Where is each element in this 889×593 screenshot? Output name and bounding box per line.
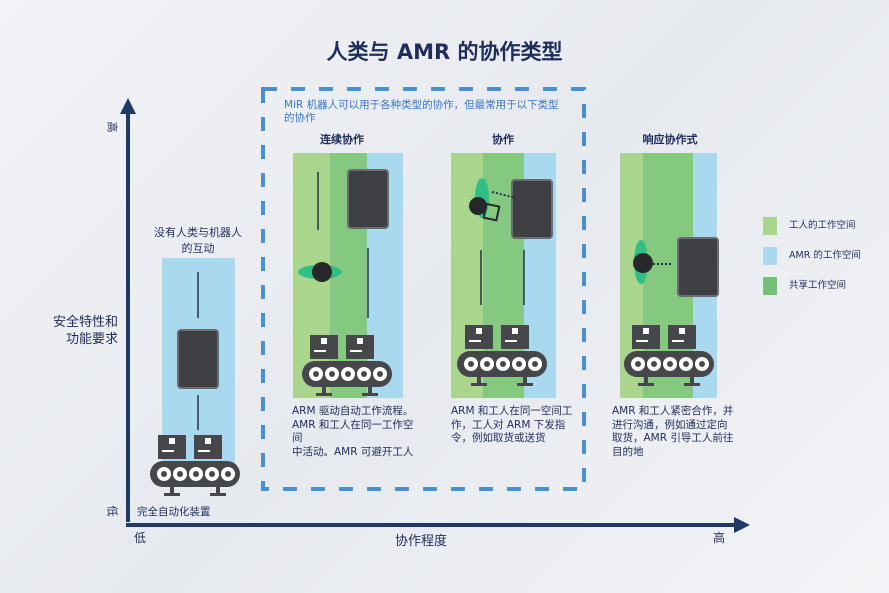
- legend-label: 共享工作空间: [789, 280, 847, 291]
- panel-1-caption: 完全自动化装置: [137, 506, 211, 518]
- desc-line: 目的地: [612, 445, 644, 458]
- desc-line: AMR 和工人紧密合作，并: [612, 405, 734, 417]
- title-line: 的互动: [181, 242, 215, 255]
- desc-line: 取货，AMR 引导工人前往: [612, 432, 734, 444]
- mir-dashed-box: [261, 87, 586, 491]
- amr-robot-icon: [177, 329, 219, 389]
- panel-2-desc: ARM 驱动自动工作流程。AMR 和工人在同一工作空间中活动。AMR 可避开工人: [292, 405, 422, 459]
- y-label-line: 安全特性和: [52, 315, 118, 330]
- worker-icon: [633, 240, 653, 284]
- x-axis: [126, 517, 750, 533]
- legend-item: AMR 的工作空间: [763, 241, 861, 271]
- y-axis-high-label: 高: [105, 121, 119, 133]
- x-axis-label: 协作程度: [395, 534, 448, 549]
- box-note-line: MiR 机器人可以用于各种类型的协作，但最常用于以下类型: [284, 99, 559, 111]
- panel-responsive: [620, 153, 719, 398]
- desc-line: 作，工人对 ARM 下发指: [451, 418, 566, 431]
- desc-line: ARM 驱动自动工作流程。: [292, 405, 414, 417]
- panel-continuous: [293, 153, 403, 398]
- desc-line: 令，例如取货或送货: [451, 432, 546, 444]
- panel-3-desc: ARM 和工人在同一空间工作，工人对 ARM 下发指令，例如取货或送货: [451, 405, 581, 446]
- worker-icon: [469, 178, 501, 222]
- y-axis-low-label: 低: [105, 505, 119, 517]
- worker-icon: [298, 262, 342, 282]
- page-title: 人类与 AMR 的协作类型: [326, 40, 563, 64]
- panel-4-desc: AMR 和工人紧密合作，并进行沟通，例如通过定向取货，AMR 引导工人前往目的地: [612, 405, 742, 459]
- legend-label: AMR 的工作空间: [789, 250, 861, 261]
- panel-3-title: 协作: [492, 133, 514, 146]
- panel-collaboration: [451, 153, 556, 398]
- desc-line: ARM 和工人在同一空间工: [451, 405, 573, 417]
- y-label-line: 功能要求: [65, 332, 118, 347]
- legend-swatch: [763, 277, 777, 295]
- desc-line: 进行沟通，例如通过定向: [612, 418, 728, 431]
- legend-item: 工人的工作空间: [763, 211, 861, 241]
- legend-item: 共享工作空间: [763, 271, 861, 301]
- panel-full-automation: [150, 258, 240, 496]
- amr-robot-icon: [347, 169, 389, 229]
- legend: 工人的工作空间 AMR 的工作空间 共享工作空间: [763, 211, 861, 301]
- panel-2-title: 连续协作: [320, 133, 364, 146]
- desc-line: 中活动。AMR 可避开工人: [292, 445, 414, 458]
- box-note: MiR 机器人可以用于各种类型的协作，但最常用于以下类型的协作: [284, 99, 559, 125]
- legend-swatch: [763, 217, 777, 235]
- amr-robot-icon: [511, 179, 553, 239]
- panel-4-title: 响应协作式: [642, 133, 698, 146]
- desc-line: AMR 和工人在同一工作空间: [292, 418, 414, 445]
- amr-robot-icon: [677, 237, 719, 297]
- legend-swatch: [763, 247, 777, 265]
- box-note-line: 的协作: [284, 112, 316, 124]
- panel-1-title: 没有人类与机器人的互动: [138, 224, 258, 256]
- x-axis-low-label: 低: [134, 531, 147, 545]
- legend-label: 工人的工作空间: [789, 220, 856, 231]
- title-line: 没有人类与机器人: [154, 226, 242, 239]
- y-axis: [120, 98, 136, 522]
- y-axis-label: 安全特性和功能要求: [40, 314, 118, 348]
- x-axis-high-label: 高: [713, 531, 726, 545]
